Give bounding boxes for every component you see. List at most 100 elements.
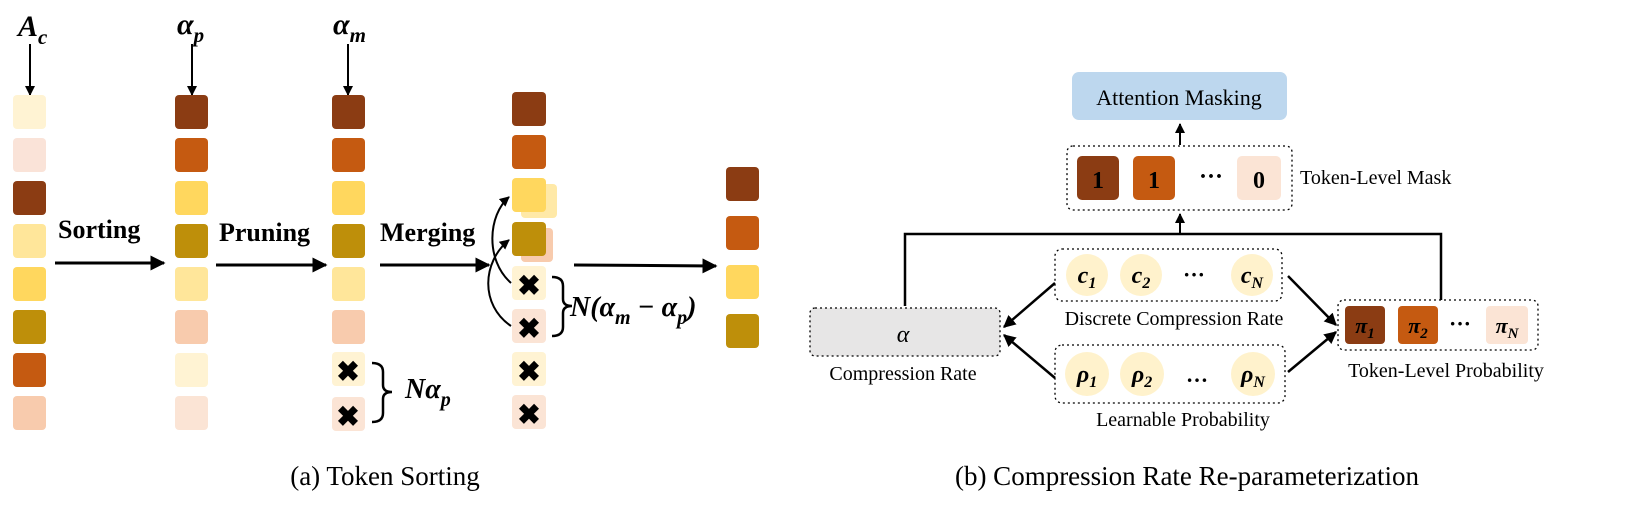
token-block [332, 224, 365, 258]
token-block [13, 95, 46, 129]
caption-b: (b) Compression Rate Re-parameterization [955, 461, 1420, 491]
input-token-column [13, 95, 46, 430]
prune-count-label: Nαp [404, 374, 451, 411]
token-level-mask-box [1066, 145, 1293, 211]
token-block [13, 267, 46, 301]
discrete-dots: ··· [1183, 262, 1205, 287]
discrete-rate-cn: cN [1231, 254, 1273, 296]
token-block [332, 138, 365, 172]
merged-token-column [512, 92, 557, 262]
input-label-alpha-p: αp [177, 8, 204, 47]
token-block [175, 181, 208, 215]
svg-text:ρN: ρN [1240, 362, 1266, 391]
token-block [175, 95, 208, 129]
cross-icon: ✖ [517, 314, 540, 345]
token-block [175, 396, 208, 430]
pruned-token-slot [332, 352, 365, 386]
sorted-token-column [175, 95, 208, 430]
token-block [332, 181, 365, 215]
token-block [175, 310, 208, 344]
alpha-symbol: α [897, 322, 910, 348]
cross-icon: ✖ [336, 357, 359, 388]
token-block [512, 92, 546, 126]
merged-away-token-slot [512, 309, 546, 343]
discrete-rate-c1: c1 [1066, 254, 1108, 296]
token-block [175, 224, 208, 258]
merge-curve-arrow [491, 196, 512, 284]
pruned-token-crosses: ✖ ✖ [332, 352, 365, 433]
token-block [332, 310, 365, 344]
cross-icon: ✖ [517, 400, 540, 431]
mask-value-n: 0 [1253, 168, 1265, 194]
attention-masking-label: Attention Masking [1096, 85, 1262, 110]
token-block [332, 267, 365, 301]
token-block [726, 167, 759, 201]
token-block [13, 138, 46, 172]
discrete-rate-c2: c2 [1120, 254, 1162, 296]
token-block [13, 353, 46, 387]
learnable-prob-rhon: ρN [1231, 352, 1275, 396]
discrete-rate-label: Discrete Compression Rate [1065, 308, 1284, 330]
mask-value-2: 1 [1148, 168, 1160, 194]
output-arrow [573, 258, 718, 274]
mask-token-2 [1133, 156, 1175, 200]
learnable-prob-rho2: ρ2 [1120, 352, 1164, 396]
token-block [13, 396, 46, 430]
pruned-token-column [332, 95, 365, 344]
output-token-column [726, 167, 759, 348]
mask-dots: ··· [1199, 164, 1223, 190]
svg-text:cN: cN [1241, 263, 1265, 292]
compression-rate-label: Compression Rate [829, 363, 976, 385]
token-prob-pi2: π2 [1398, 306, 1438, 344]
token-block [175, 138, 208, 172]
merged-token-crosses: ✖ ✖ ✖ ✖ [512, 266, 546, 431]
pruning-label: Pruning [219, 218, 310, 247]
pruned-token-slot [512, 395, 546, 429]
part-b-compression-rate: Attention Masking 1 1 ··· 0 Token-Level … [809, 72, 1544, 491]
learnable-dots: … [1186, 362, 1208, 387]
svg-text:πN: πN [1496, 313, 1520, 342]
attention-masking-box [1072, 72, 1287, 120]
alpha-box [809, 307, 1001, 357]
merged-token-yellow [512, 178, 546, 212]
token-prob-label: Token-Level Probability [1348, 360, 1544, 382]
merged-token-olive [512, 222, 546, 256]
svg-text:c2: c2 [1132, 263, 1151, 292]
cross-icon: ✖ [336, 402, 359, 433]
input-label-alpha-m: αm [333, 8, 366, 47]
token-block [13, 224, 46, 258]
token-prob-pin: πN [1486, 306, 1528, 344]
merged-away-token-slot [512, 266, 546, 300]
token-block [726, 314, 759, 348]
token-block [332, 95, 365, 129]
token-block [726, 216, 759, 250]
token-block [512, 135, 546, 169]
part-a-token-sorting: Ac αp αm ✖ ✖ [13, 8, 759, 491]
token-prob-dots: ··· [1449, 311, 1471, 336]
token-block [175, 267, 208, 301]
svg-text:ρ2: ρ2 [1131, 362, 1152, 391]
svg-text:c1: c1 [1078, 263, 1097, 292]
prune-brace [371, 361, 393, 424]
svg-text:π1: π1 [1355, 313, 1375, 342]
discrete-to-prob-arrow [1287, 275, 1337, 326]
token-block [175, 353, 208, 387]
sorting-label: Sorting [58, 215, 140, 244]
svg-text:ρ1: ρ1 [1076, 362, 1097, 391]
input-label-ac: Ac [16, 10, 48, 49]
merging-label: Merging [380, 218, 475, 247]
token-block [13, 310, 46, 344]
learnable-prob-rho1: ρ1 [1065, 352, 1109, 396]
mask-value-1: 1 [1092, 168, 1104, 194]
token-block [13, 181, 46, 215]
caption-a: (a) Token Sorting [290, 461, 480, 491]
discrete-to-alpha-arrow [1003, 282, 1056, 328]
svg-text:π2: π2 [1408, 313, 1428, 342]
token-prob-box [1337, 299, 1539, 351]
learnable-to-prob-arrow [1287, 331, 1337, 373]
pruned-token-slot [332, 397, 365, 431]
learnable-prob-box [1054, 344, 1286, 404]
mask-token-n [1237, 156, 1281, 200]
discrete-rate-box [1054, 248, 1283, 302]
